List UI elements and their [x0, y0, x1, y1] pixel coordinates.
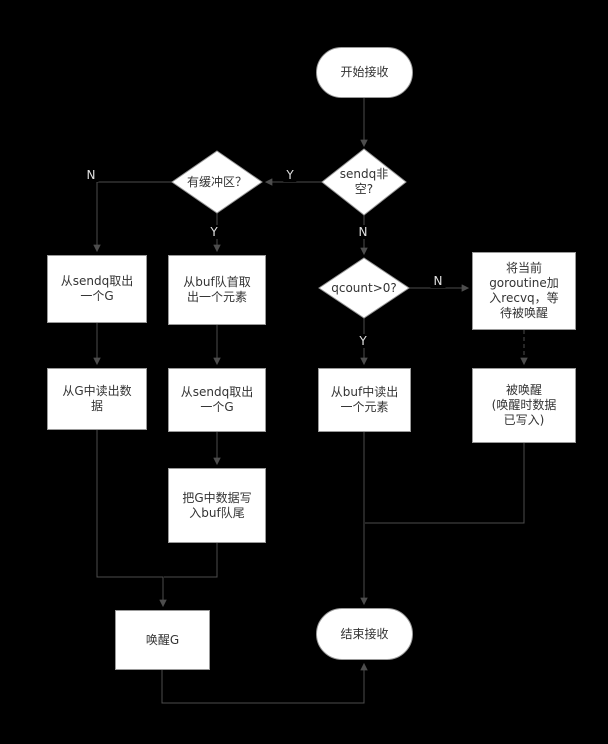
edge-label-n-qcount: N	[430, 274, 446, 288]
node-start: 开始接收	[316, 47, 413, 98]
node-wake-g: 唤醒G	[115, 610, 210, 670]
edge-label-y-sendq: Y	[283, 168, 297, 182]
node-write-g-data-to-buf-tail: 把G中数据写 入buf队尾	[168, 468, 266, 543]
node-take-g-from-sendq-2: 从sendq取出 一个G	[168, 368, 266, 432]
edge-label-y-qcount: Y	[356, 334, 370, 348]
diamond-has-buffer-shape	[171, 150, 263, 214]
node-read-data-from-g: 从G中读出数 据	[47, 368, 147, 430]
node-qcount: qcount>0?	[331, 280, 397, 295]
node-has-buffer: 有缓冲区？	[186, 174, 247, 189]
node-read-elem-from-buf: 从buf中读出 一个元素	[318, 368, 411, 432]
diamond-qcount-shape	[318, 257, 410, 319]
node-join-recvq: 将当前 goroutine加 入recvq，等 待被唤醒	[472, 252, 576, 330]
node-take-g-from-sendq-1: 从sendq取出 一个G	[47, 255, 147, 323]
edge-read-g-to-wake-g	[96, 430, 167, 608]
node-woken: 被唤醒 (唤醒时数据 已写入)	[472, 368, 576, 443]
node-end: 结束接收	[316, 608, 413, 660]
edge-has-buffer-to-take-g1	[93, 181, 172, 253]
node-take-elem-from-buf-head: 从buf队首取 出一个元素	[168, 255, 266, 325]
edge-label-y-has-buffer: Y	[207, 225, 221, 239]
node-sendq-not-empty: sendq非 空?	[339, 167, 389, 196]
diamond-sendq-not-empty-shape	[321, 148, 407, 216]
edge-label-n-sendq: N	[355, 225, 371, 239]
edge-woken-to-end	[365, 443, 525, 524]
edge-label-n-has-buffer: N	[83, 168, 99, 182]
edge-write-buf-to-wake-g	[164, 543, 218, 578]
edge-wake-g-to-end	[161, 662, 368, 704]
